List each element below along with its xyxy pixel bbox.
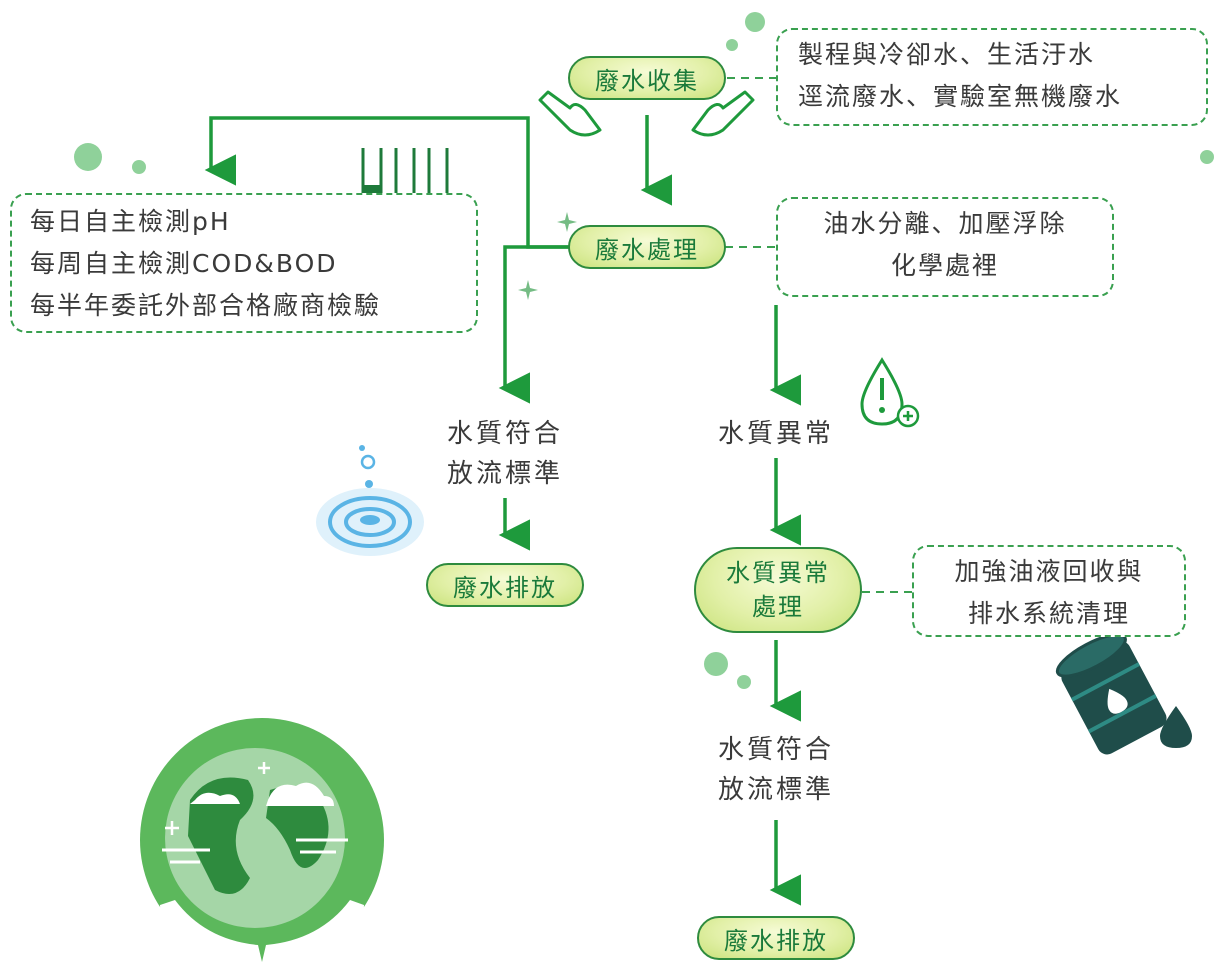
node-discharge-right: 廢水排放 [697,916,855,960]
note-treatment-methods: 油水分離、加壓浮除 化學處裡 [776,197,1114,297]
note-remedy-line1: 加強油液回收與 [954,557,1144,586]
label-abnormal-text: 水質異常 [717,419,834,449]
label-compliant-left-line2: 放流標準 [446,459,563,489]
node-abnormal-handling-line2: 處理 [752,593,804,621]
label-compliant-right-line1: 水質符合 [717,735,834,765]
note-remedy: 加強油液回收與 排水系統清理 [912,545,1186,637]
label-compliant-left: 水質符合 放流標準 [420,414,590,494]
note-sources-line1: 製程與冷卻水、生活汙水 [798,40,1096,69]
node-discharge-left: 廢水排放 [426,563,584,607]
note-monitoring-line2: 每周自主檢測COD&BOD [30,249,338,278]
label-compliant-left-line1: 水質符合 [446,419,563,449]
globe-hands-icon [140,718,384,962]
arrow-to-compliant-left [498,245,570,404]
hands-icon [538,90,755,137]
note-methods-line1: 油水分離、加壓浮除 [823,209,1067,238]
note-monitoring-line1: 每日自主檢測pH [30,207,231,236]
node-wastewater-collection-label: 廢水收集 [595,66,699,95]
note-wastewater-sources: 製程與冷卻水、生活汙水 逕流廢水、實驗室無機廢水 [776,28,1208,126]
label-abnormal: 水質異常 [696,414,856,454]
label-compliant-right: 水質符合 放流標準 [691,730,861,810]
label-compliant-right-line2: 放流標準 [717,775,834,805]
node-discharge-right-label: 廢水排放 [724,926,828,955]
oil-barrel-icon [1055,633,1167,755]
node-wastewater-collection: 廢水收集 [568,56,726,100]
note-monitoring: 每日自主檢測pH 每周自主檢測COD&BOD 每半年委託外部合格廠商檢驗 [10,193,478,333]
note-sources-line2: 逕流廢水、實驗室無機廢水 [798,82,1123,111]
water-drop-icon [316,445,424,556]
node-abnormal-handling: 水質異常 處理 [694,547,862,633]
node-wastewater-treatment-label: 廢水處理 [595,235,699,264]
node-discharge-left-label: 廢水排放 [453,573,557,602]
oil-drop-icon [1160,706,1192,748]
node-wastewater-treatment: 廢水處理 [568,225,726,269]
sparkle-icon [518,212,577,300]
decorative-dots [74,12,1214,689]
note-monitoring-line3: 每半年委託外部合格廠商檢驗 [30,291,382,320]
warning-drop-icon [860,357,920,428]
node-abnormal-handling-line1: 水質異常 [726,559,830,587]
note-remedy-line2: 排水系統清理 [967,599,1130,628]
note-methods-line2: 化學處裡 [890,251,999,280]
